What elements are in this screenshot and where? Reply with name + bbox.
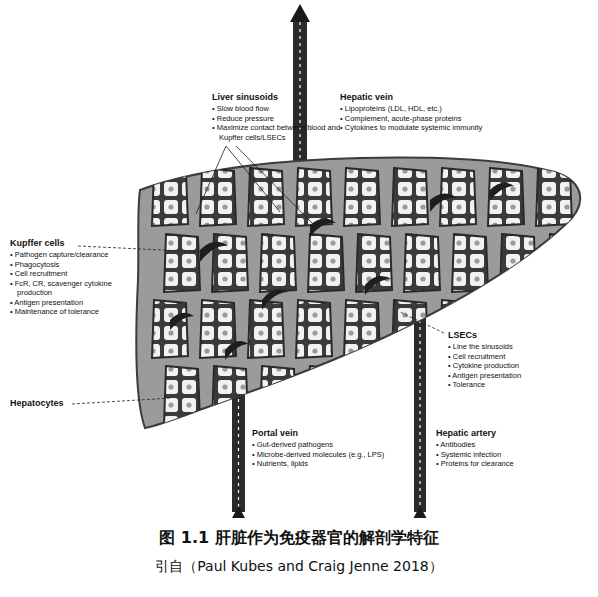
callout-heading: Hepatic artery (436, 428, 576, 439)
callout-bullet: • Maintenance of tolerance (10, 307, 132, 317)
callout-bullet: • Pathogen capture/clearance (10, 250, 132, 260)
callout-bullet: • Reduce pressure (212, 114, 362, 124)
callout-block: Kupffer cells• Pathogen capture/clearanc… (10, 238, 132, 317)
callout-bullet: • Line the sinusoids (448, 342, 578, 352)
callout-bullet: • Tolerance (448, 380, 578, 390)
callout-heading: LSECs (448, 330, 578, 341)
callout-bullet: • Phagocytosis (10, 260, 132, 270)
callout-bullet: • Systemic infection (436, 450, 576, 460)
callout-bullet: • FcR, CR, scavenger cytokine production (10, 279, 132, 298)
arrow-head (232, 506, 245, 518)
callout-block: Hepatocytes (10, 398, 90, 410)
callout-bullet: • Nutrients, lipids (252, 459, 402, 469)
callout-bullet: • Lipoproteins (LDL, HDL, etc.) (340, 104, 550, 114)
citation: 引自（Paul Kubes and Craig Jenne 2018） (0, 558, 598, 576)
callout-bullet: • Maximize contact between blood and Kup… (212, 123, 362, 142)
leader-line (72, 146, 444, 404)
callout-bullet: • Proteins for clearance (436, 459, 576, 469)
hepatic-vein (293, 18, 307, 178)
callout-heading: Kupffer cells (10, 238, 132, 249)
callout-heading: Hepatocytes (10, 398, 90, 409)
callout-bullet: • Antigen presentation (448, 371, 578, 381)
callout-bullet: • Cytokines to modulate systemic immunit… (340, 123, 550, 133)
callout-block: Liver sinusoids• Slow blood flow• Reduce… (212, 92, 362, 142)
arrow-head (414, 506, 427, 518)
callout-bullet: • Slow blood flow (212, 104, 362, 114)
callout-bullet: • Cytokine production (448, 361, 578, 371)
callout-bullet: • Microbe-derived molecules (e.g., LPS) (252, 450, 402, 460)
callout-bullet: • Antibodies (436, 440, 576, 450)
callout-block: Portal vein• Gut-derived pathogens• Micr… (252, 428, 402, 469)
figure-caption: 图 1.1 肝脏作为免疫器官的解剖学特征 (0, 528, 598, 549)
callout-bullet: • Complement, acute-phase proteins (340, 114, 550, 124)
callout-bullet: • Gut-derived pathogens (252, 440, 402, 450)
callout-heading: Liver sinusoids (212, 92, 362, 103)
callout-bullet: • Antigen presentation (10, 298, 132, 308)
callout-block: LSECs• Line the sinusoids• Cell recruitm… (448, 330, 578, 390)
callout-block: Hepatic vein• Lipoproteins (LDL, HDL, et… (340, 92, 550, 133)
callout-heading: Portal vein (252, 428, 402, 439)
arrow-head (290, 4, 310, 22)
lobule-grid (152, 168, 584, 424)
callout-heading: Hepatic vein (340, 92, 550, 103)
callout-bullet: • Cell recruitment (10, 269, 132, 279)
callout-block: Hepatic artery• Antibodies• Systemic inf… (436, 428, 576, 469)
callout-bullet: • Cell recruitment (448, 352, 578, 362)
portal-vein (232, 380, 245, 512)
